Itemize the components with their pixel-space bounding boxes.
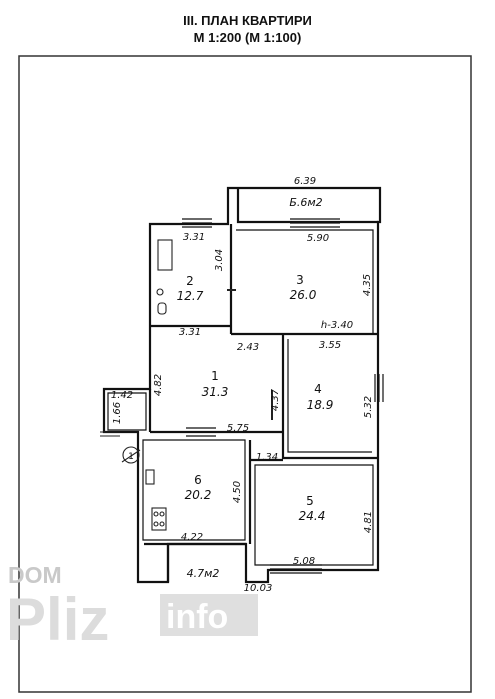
- window-room1: [186, 427, 216, 437]
- dim-room3-height: 4.35: [362, 274, 373, 296]
- window-room4: [374, 374, 384, 402]
- dim-room2-height: 3.04: [214, 249, 225, 271]
- dim-room5-width: 5.08: [293, 556, 315, 567]
- balcony-top-wall: [236, 188, 378, 224]
- stove-icon: [151, 507, 167, 531]
- bathtub-icon: [157, 239, 173, 271]
- watermark-pliz: Pliz: [6, 586, 109, 653]
- cabinet-icon: [145, 469, 155, 485]
- room5-area: 24.4: [299, 509, 326, 523]
- dim-entry-width: 1.42: [111, 390, 133, 401]
- outer-wall: [102, 186, 382, 584]
- room2-number: 2: [186, 274, 194, 288]
- room4-area: 18.9: [307, 398, 334, 412]
- room4-inner: [287, 339, 372, 453]
- room3-inner: [236, 229, 374, 334]
- room6-area: 20.2: [185, 488, 212, 502]
- toilet-icon: [157, 302, 167, 315]
- room1-area: 31.3: [202, 385, 229, 399]
- entry-marker-line: [121, 449, 141, 463]
- window-room3: [290, 218, 340, 228]
- dim-room2-top: 3.31: [183, 232, 205, 243]
- plan-title: III. ПЛАН КВАРТИРИ: [183, 13, 312, 28]
- window-room5: [270, 564, 322, 574]
- watermark-info: info: [166, 598, 228, 636]
- dim-ceiling: h-3.40: [321, 320, 353, 331]
- dim-room6-height: 4.50: [232, 481, 243, 503]
- dim-top-width: 6.39: [294, 176, 316, 187]
- dim-room1-height: 4.82: [153, 374, 164, 396]
- entry-door-icon: [100, 431, 120, 437]
- burner-icon: [153, 521, 159, 527]
- dim-partition: 4.37: [270, 388, 281, 411]
- watermark-dom: DOM: [8, 562, 62, 588]
- dim-step: 1.34: [256, 452, 278, 463]
- room2-area: 12.7: [177, 289, 204, 303]
- plan-scale: М 1:200 (М 1:100): [193, 30, 302, 45]
- room4-number: 4: [314, 382, 322, 396]
- room5-inner: [254, 464, 374, 566]
- balcony-bottom-area: 4.7м2: [187, 567, 220, 580]
- dim-room5-height: 4.81: [363, 511, 374, 533]
- watermark: DOM Pliz info: [6, 562, 258, 653]
- room3-number: 3: [296, 273, 304, 287]
- fixtures: [100, 239, 273, 531]
- dim-room4-height: 5.32: [363, 396, 374, 418]
- windows: [182, 218, 384, 574]
- balcony-top-area: Б.6м2: [289, 196, 322, 209]
- dimension-labels: 6.39 3.31 3.31 5.90 h-3.40 2.43 3.55 5.7…: [111, 176, 374, 594]
- drawing-frame: [18, 55, 472, 693]
- dim-room1-width: 5.75: [227, 423, 249, 434]
- burner-icon: [159, 511, 165, 517]
- entry-marker-label: 1: [128, 452, 134, 462]
- room5-number: 5: [306, 494, 314, 508]
- burner-icon: [153, 511, 159, 517]
- dim-total-width: 10.03: [244, 583, 273, 594]
- dim-room2-bottom: 3.31: [179, 327, 201, 338]
- dim-entry-depth: 1.66: [112, 402, 123, 424]
- room6-number: 6: [194, 473, 202, 487]
- dim-corridor: 2.43: [237, 342, 259, 353]
- entry-inner: [107, 392, 147, 431]
- entry-marker-circle: [122, 446, 140, 464]
- window-room2: [182, 218, 212, 228]
- room-labels: 2 12.7 3 26.0 1 31.3 4 18.9 5 24.4 6 20.…: [177, 196, 334, 580]
- plan-walls: [102, 186, 382, 584]
- room3-area: 26.0: [290, 288, 317, 302]
- room1-number: 1: [211, 369, 219, 383]
- sink-icon: [156, 288, 164, 296]
- dim-room4-width: 3.55: [319, 340, 341, 351]
- room6-inner: [142, 439, 246, 541]
- dim-room6-width: 4.22: [181, 532, 203, 543]
- wall-4: [281, 334, 378, 460]
- burner-icon: [159, 521, 165, 527]
- dim-room3-width: 5.90: [307, 233, 329, 244]
